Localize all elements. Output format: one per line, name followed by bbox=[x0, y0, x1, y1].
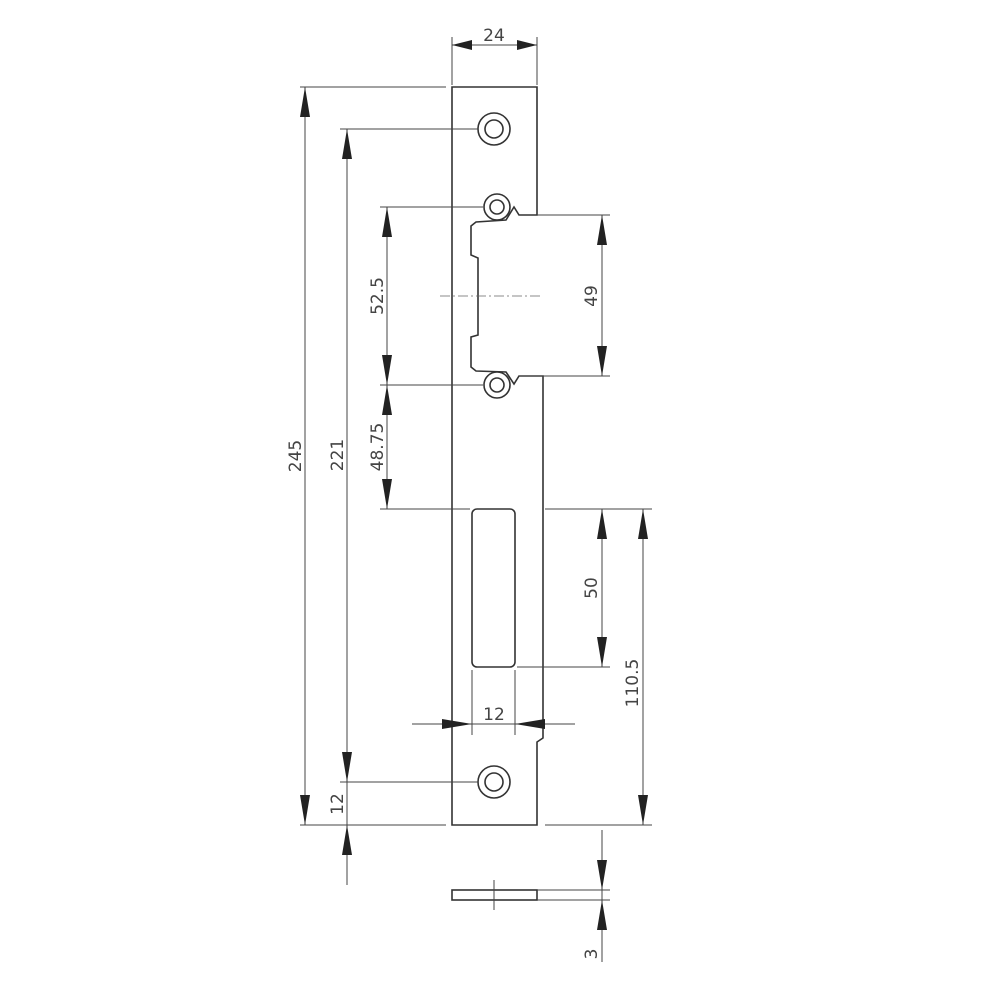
dim-thickness-label: 3 bbox=[582, 949, 602, 960]
dim-total-height: 245 bbox=[286, 87, 310, 825]
dim-width-top: 24 bbox=[452, 26, 537, 50]
screw-hole-bottom bbox=[477, 765, 511, 799]
dim-bottom-offset-label: 12 bbox=[328, 793, 348, 815]
screw-hole-upper bbox=[483, 193, 511, 221]
dim-upper-hole-gap-label: 52.5 bbox=[368, 277, 388, 315]
dim-thickness: 3 bbox=[582, 830, 607, 962]
dim-hole-to-slot-label: 48.75 bbox=[368, 423, 388, 472]
dim-hole-spacing-label: 221 bbox=[328, 439, 348, 471]
extension-lines bbox=[300, 37, 652, 901]
dim-upper-hole-gap: 52.5 bbox=[368, 207, 392, 385]
dim-latch-opening: 49 bbox=[582, 215, 607, 376]
dim-slot-to-bottom: 110.5 bbox=[623, 509, 648, 825]
dim-bottom-offset: 12 bbox=[328, 782, 352, 885]
latch-slot bbox=[471, 508, 516, 668]
dim-slot-height: 50 bbox=[582, 509, 607, 667]
dim-latch-opening-label: 49 bbox=[582, 285, 602, 307]
dim-total-height-label: 245 bbox=[286, 440, 306, 472]
dim-hole-to-slot: 48.75 bbox=[368, 385, 392, 509]
screw-hole-lower bbox=[483, 371, 511, 399]
screw-hole-top bbox=[477, 112, 511, 146]
dim-hole-spacing: 221 bbox=[328, 129, 352, 782]
dim-width-top-label: 24 bbox=[483, 26, 505, 46]
dim-slot-width: 12 bbox=[412, 705, 575, 729]
dim-slot-width-label: 12 bbox=[483, 705, 505, 725]
plate-outline bbox=[451, 86, 544, 826]
dim-slot-height-label: 50 bbox=[582, 577, 602, 599]
dim-slot-to-bottom-label: 110.5 bbox=[623, 659, 643, 708]
